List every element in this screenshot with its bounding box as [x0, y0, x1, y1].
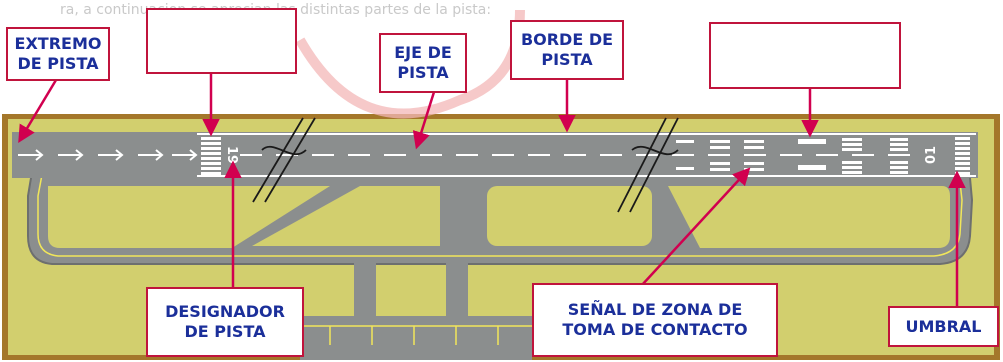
- label-senal-zona-contacto: SEÑAL DE ZONA DE TOMA DE CONTACTO: [532, 283, 778, 357]
- runway-break-right: [617, 117, 679, 213]
- apron: [300, 316, 532, 360]
- grass-island-3: [487, 186, 652, 246]
- label-blank-left: [146, 8, 297, 74]
- label-eje-line2: PISTA: [397, 63, 449, 82]
- label-designador-line2: DE PISTA: [184, 322, 266, 341]
- label-umbral-text: UMBRAL: [905, 316, 982, 336]
- grass-island-1: [48, 186, 330, 248]
- label-designador-de-pista: DESIGNADOR DE PISTA: [146, 287, 304, 357]
- runway-end-arrows: [18, 149, 198, 161]
- taxiway-centerline: [37, 145, 963, 257]
- runway-edge-lines: [197, 133, 976, 177]
- label-borde-line1: BORDE DE: [520, 30, 614, 49]
- runway-number-left: 19: [224, 146, 239, 164]
- label-designador-line1: DESIGNADOR: [165, 302, 285, 321]
- label-extremo-line2: DE PISTA: [17, 54, 99, 73]
- threshold-left: [201, 137, 221, 175]
- arrow-eje: [412, 91, 436, 150]
- taxiway-connector-west: [354, 262, 376, 322]
- leader-arrows: [18, 72, 966, 316]
- label-eje-de-pista: EJE DE PISTA: [379, 33, 467, 93]
- label-senal-line2: TOMA DE CONTACTO: [562, 320, 748, 339]
- runway-break-left: [252, 117, 316, 203]
- arrow-extremo: [18, 79, 58, 144]
- label-senal-line1: SEÑAL DE ZONA DE: [567, 300, 743, 319]
- label-borde-de-pista: BORDE DE PISTA: [510, 20, 624, 80]
- grass-island-2: [252, 186, 440, 246]
- runway-number-right: 01: [924, 146, 939, 164]
- label-borde-line2: PISTA: [541, 50, 593, 69]
- label-extremo-line1: EXTREMO: [14, 34, 102, 53]
- label-extremo-de-pista: EXTREMO DE PISTA: [6, 27, 110, 81]
- grass-island-4: [668, 186, 950, 248]
- touchdown-zone-markings: [676, 138, 908, 174]
- taxiway-connector-east: [446, 262, 468, 322]
- label-blank-right: [709, 22, 901, 89]
- label-eje-line1: EJE DE: [394, 43, 452, 62]
- arrow-senal: [641, 167, 751, 286]
- label-umbral: UMBRAL: [888, 306, 999, 347]
- apron-markings: [300, 325, 532, 345]
